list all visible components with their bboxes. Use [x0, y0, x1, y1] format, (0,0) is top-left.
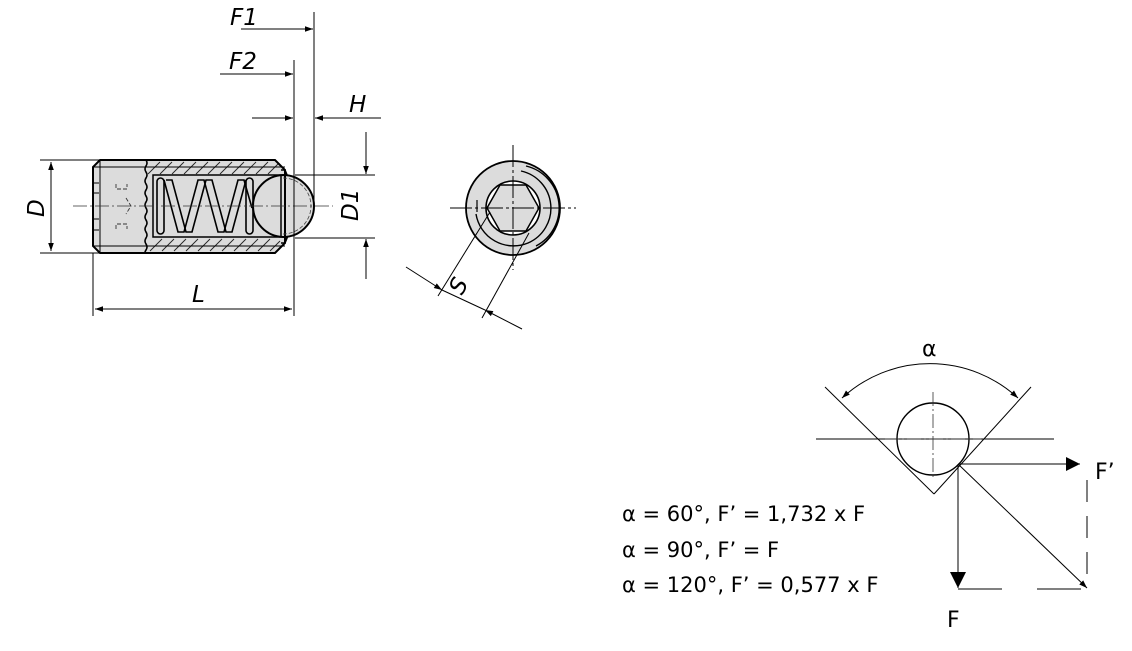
end-view: [405, 145, 576, 330]
formula-120: α = 120°, F’ = 0,577 x F: [622, 573, 879, 597]
label-H: H: [349, 92, 366, 118]
label-F2: F2: [229, 49, 257, 75]
label-D1: D1: [338, 189, 364, 221]
force-diagram: [816, 363, 1088, 590]
formula-90: α = 90°, F’ = F: [622, 538, 780, 562]
label-D: D: [24, 199, 50, 217]
formula-60: α = 60°, F’ = 1,732 x F: [622, 502, 866, 526]
label-S: S: [444, 274, 474, 299]
label-F-prime: F’: [1095, 460, 1115, 485]
label-F1: F1: [230, 5, 258, 31]
side-view: [73, 159, 333, 254]
dimension-lines-side: [40, 12, 381, 316]
section-hatch: [147, 161, 281, 252]
label-L: L: [192, 282, 205, 308]
label-F: F: [947, 608, 960, 633]
label-alpha: α: [922, 337, 937, 362]
